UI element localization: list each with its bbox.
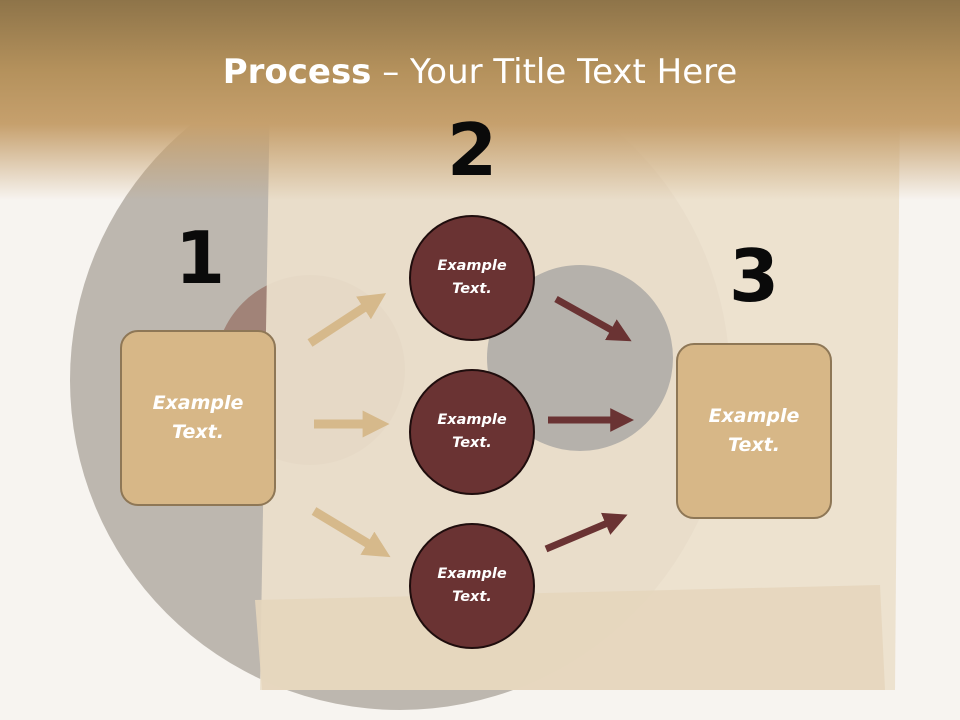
circle-top-line2: Text. xyxy=(452,281,492,297)
circle-top-line1: Example xyxy=(437,258,507,274)
step-3-box-line1: Example xyxy=(708,405,800,427)
step-number-2: 2 xyxy=(446,108,498,192)
step-3-box: Example Text. xyxy=(676,343,832,519)
step-2-circle-top: Example Text. xyxy=(409,215,535,341)
circle-middle-line1: Example xyxy=(437,412,507,428)
circle-middle-line2: Text. xyxy=(452,435,492,451)
step-1-box-line1: Example xyxy=(152,392,244,414)
step-1-box-line2: Text. xyxy=(172,421,224,443)
circle-bottom-line2: Text. xyxy=(452,589,492,605)
step-1-box: Example Text. xyxy=(120,330,276,506)
title-bold: Process xyxy=(222,52,372,92)
step-number-3: 3 xyxy=(728,234,780,318)
step-3-box-line2: Text. xyxy=(728,434,780,456)
sleeve-fold xyxy=(255,585,885,690)
title-banner xyxy=(0,0,960,200)
slide-title: Process – Your Title Text Here xyxy=(0,52,960,92)
step-number-1: 1 xyxy=(174,216,226,300)
step-2-circle-bottom: Example Text. xyxy=(409,523,535,649)
circle-bottom-line1: Example xyxy=(437,566,507,582)
title-rest: – Your Title Text Here xyxy=(371,52,738,92)
sleeve-hole xyxy=(487,265,673,451)
step-2-circle-middle: Example Text. xyxy=(409,369,535,495)
